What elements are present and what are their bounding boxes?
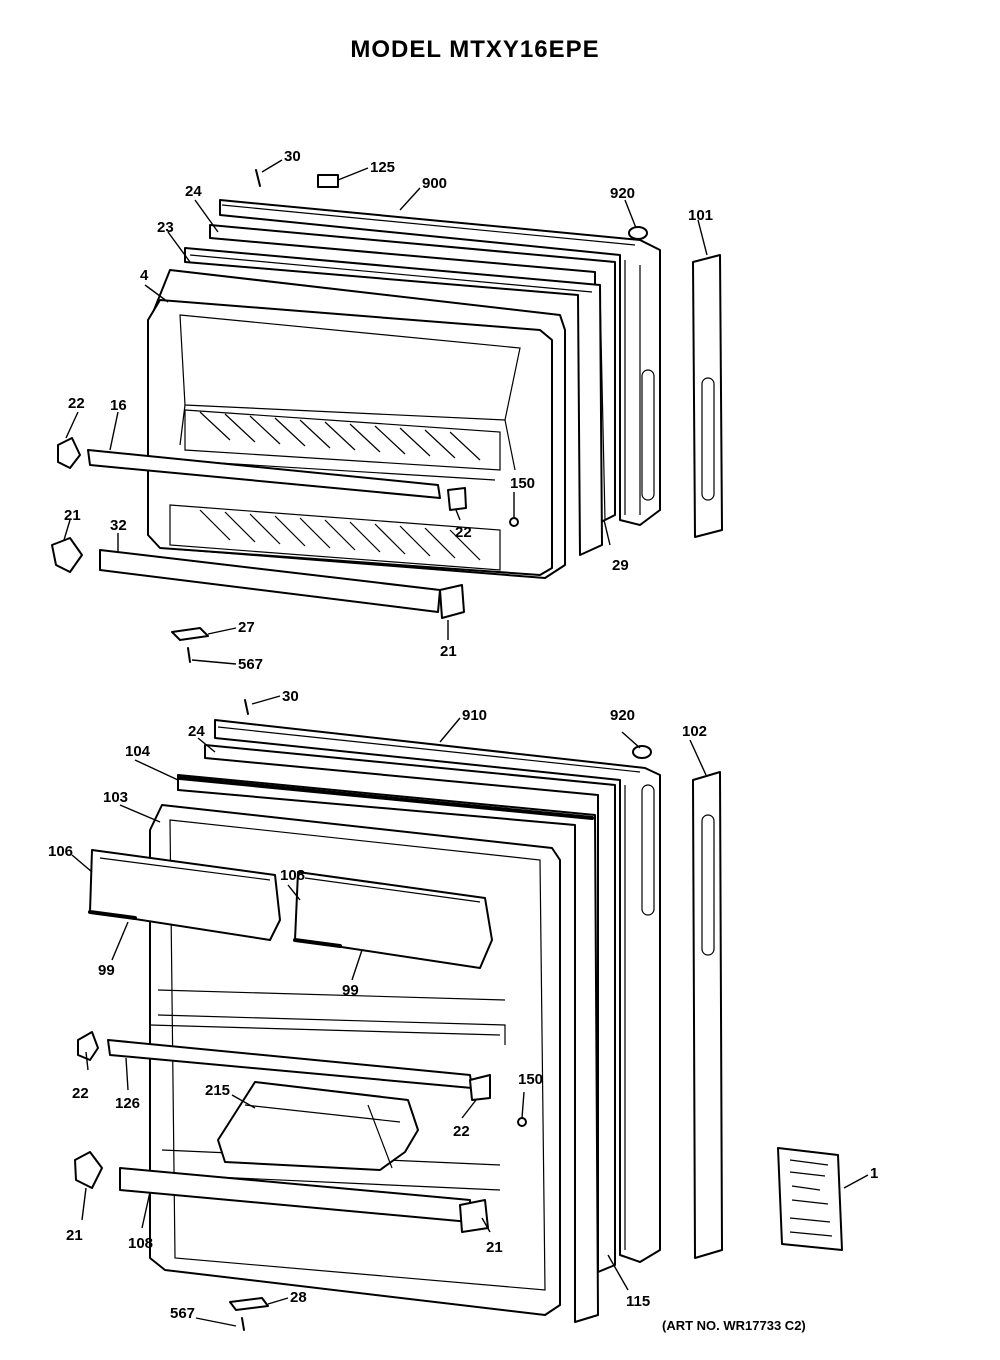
label-16: 16	[110, 397, 127, 414]
label-125: 125	[370, 159, 395, 176]
label-32: 32	[110, 517, 127, 534]
freezer-shelf-ribs	[199, 411, 481, 561]
fresh-food-part-labels: 30 910 920 102 24 104 103 106 108 99 99 …	[48, 688, 878, 1322]
label-21-fresh-right: 21	[486, 1239, 503, 1256]
freezer-handle	[692, 254, 723, 538]
label-21-freezer-left: 21	[64, 507, 81, 524]
label-567-freezer: 567	[238, 656, 263, 673]
label-22-fresh-left: 22	[72, 1085, 89, 1102]
label-24-freezer: 24	[185, 183, 202, 200]
label-920-freezer: 920	[610, 185, 635, 202]
label-30-fresh: 30	[282, 688, 299, 705]
label-108-shelf: 108	[128, 1235, 153, 1252]
label-27: 27	[238, 619, 255, 636]
leader-lines	[63, 159, 869, 1327]
label-103: 103	[103, 789, 128, 806]
freezer-door-assembly	[51, 169, 661, 663]
label-567-fresh: 567	[170, 1305, 195, 1322]
label-115: 115	[626, 1293, 650, 1310]
label-104: 104	[125, 743, 151, 760]
fresh-food-door-assembly	[74, 699, 661, 1331]
label-99-left: 99	[98, 962, 115, 979]
art-number: (ART NO. WR17733 C2)	[662, 1318, 806, 1333]
label-23: 23	[157, 219, 174, 236]
label-102: 102	[682, 723, 707, 740]
label-150-fresh: 150	[518, 1071, 543, 1088]
label-21-freezer-right: 21	[440, 643, 457, 660]
label-126: 126	[115, 1095, 140, 1112]
label-910: 910	[462, 707, 487, 724]
freezer-part-labels: 30 125 900 24 23 4 920 101 22 16 150 22 …	[64, 148, 713, 673]
fresh-food-handle	[692, 771, 723, 1259]
label-900: 900	[422, 175, 447, 192]
label-29: 29	[612, 557, 629, 574]
label-30-freezer: 30	[284, 148, 301, 165]
diagram-title: MODEL MTXY16EPE	[350, 36, 599, 63]
label-22-freezer-right: 22	[455, 524, 472, 541]
label-106: 106	[48, 843, 73, 860]
label-99-right: 99	[342, 982, 359, 999]
label-1: 1	[870, 1165, 878, 1182]
label-22-fresh-right: 22	[453, 1123, 470, 1140]
label-24-fresh: 24	[188, 723, 205, 740]
owners-manual-booklet	[777, 1147, 843, 1251]
label-22-freezer-left: 22	[68, 395, 85, 412]
label-150-freezer: 150	[510, 475, 535, 492]
label-101: 101	[688, 207, 713, 224]
label-28: 28	[290, 1289, 307, 1306]
label-108-bin: 108	[280, 867, 305, 884]
label-21-fresh-left: 21	[66, 1227, 83, 1244]
label-215: 215	[205, 1082, 230, 1099]
label-4: 4	[140, 267, 149, 284]
label-920-fresh: 920	[610, 707, 635, 724]
